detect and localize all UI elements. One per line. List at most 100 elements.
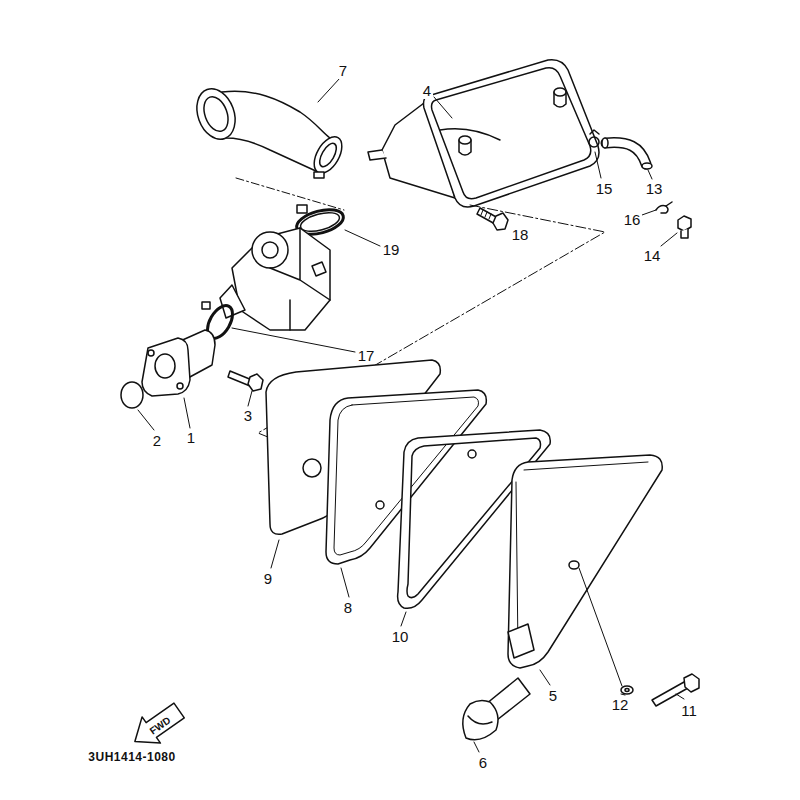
- callout-number: 10: [390, 628, 411, 645]
- leader-line: [138, 78, 684, 752]
- intake-snorkel: [463, 678, 530, 740]
- air-case: [459, 136, 471, 144]
- filter-element: [468, 450, 476, 458]
- bolt: [228, 371, 263, 391]
- hose-clamp: [202, 302, 210, 309]
- callout-number: 5: [547, 687, 559, 704]
- callout-number: 17: [356, 347, 377, 364]
- intake-duct: [314, 172, 324, 178]
- bolt: [493, 213, 508, 230]
- callout-number: 8: [342, 599, 354, 616]
- leader-line: [345, 230, 380, 246]
- washer: [621, 686, 633, 694]
- intake-snorkel: [468, 716, 492, 724]
- case-cover: [508, 455, 662, 686]
- o-ring: [121, 382, 143, 408]
- callout-number: 18: [510, 226, 531, 243]
- breather-hose: [606, 143, 646, 164]
- leader-line: [318, 78, 340, 102]
- hose-clamp: [297, 205, 307, 213]
- bolt: [684, 674, 699, 692]
- leader-line: [341, 568, 349, 597]
- leader-line: [138, 410, 154, 430]
- intake-duct: [190, 83, 347, 178]
- leader-line: [595, 152, 601, 178]
- leader-line: [648, 170, 652, 179]
- assembly-line: [236, 178, 344, 210]
- leader-line: [676, 694, 684, 699]
- o-ring: [121, 382, 143, 408]
- air-case: [424, 60, 600, 207]
- carburetor: [270, 228, 330, 330]
- callout-number: 14: [642, 247, 663, 264]
- washer: [625, 689, 629, 692]
- intake-manifold: [142, 338, 190, 396]
- clip: [666, 202, 672, 206]
- callout-number: 9: [262, 570, 274, 587]
- direction-label: FWD: [148, 715, 172, 736]
- breather-hose: [606, 143, 646, 164]
- intake-manifold: [142, 330, 215, 396]
- carburetor: [252, 232, 288, 268]
- breather-hose: [602, 138, 652, 169]
- leader-line: [661, 233, 677, 246]
- air-case: [368, 150, 386, 160]
- air-case: [440, 129, 500, 140]
- carburetor: [312, 262, 326, 276]
- air-case: [432, 68, 591, 199]
- intake-duct: [190, 83, 242, 144]
- carburetor: [262, 242, 278, 258]
- callout-number: 6: [477, 754, 489, 771]
- leader-line: [232, 328, 355, 352]
- case-cover: [579, 568, 622, 686]
- part-code: 3UH1414-1080: [86, 750, 177, 764]
- breather-hose: [642, 163, 652, 169]
- callout-number: 2: [151, 432, 163, 449]
- leader-line: [474, 742, 479, 752]
- drain-plug: [681, 229, 688, 238]
- clip: [589, 137, 599, 147]
- intake-duct: [308, 132, 347, 178]
- intake-manifold: [155, 354, 175, 378]
- clip: [656, 202, 672, 213]
- leader-line: [271, 540, 279, 568]
- carburetor: [232, 228, 330, 330]
- callout-number: 7: [337, 62, 349, 79]
- callout-number: 12: [610, 696, 631, 713]
- bolt: [477, 208, 508, 230]
- clip: [589, 130, 599, 147]
- leader-line: [184, 398, 190, 428]
- callout-number: 11: [679, 702, 699, 719]
- carburetor: [220, 228, 330, 330]
- leader-line: [642, 210, 656, 215]
- case-cover: [569, 561, 579, 569]
- callout-number: 16: [622, 211, 643, 228]
- clip: [590, 130, 599, 134]
- callout-number: 13: [644, 180, 665, 197]
- direction-arrow: [126, 697, 189, 754]
- drain-plug: [678, 216, 691, 238]
- callout-number: 3: [242, 407, 254, 424]
- case-cover: [508, 455, 662, 668]
- drain-plug: [678, 216, 691, 231]
- bolt: [481, 210, 491, 219]
- washer: [621, 686, 633, 694]
- filter-element: [376, 501, 384, 509]
- leader-line: [434, 97, 452, 118]
- case-cover: [508, 624, 534, 658]
- intake-duct: [200, 93, 233, 134]
- air-case: [368, 60, 599, 207]
- leader-line: [401, 612, 406, 626]
- bolt: [248, 374, 263, 391]
- case-cover: [516, 462, 648, 650]
- leader-line: [248, 391, 252, 406]
- intake-snorkel: [463, 700, 498, 739]
- intake-duct: [316, 141, 339, 170]
- breather-hose: [602, 138, 608, 148]
- callout-number: 19: [381, 241, 402, 258]
- intake-manifold: [177, 383, 183, 389]
- direction-arrow: [126, 697, 189, 754]
